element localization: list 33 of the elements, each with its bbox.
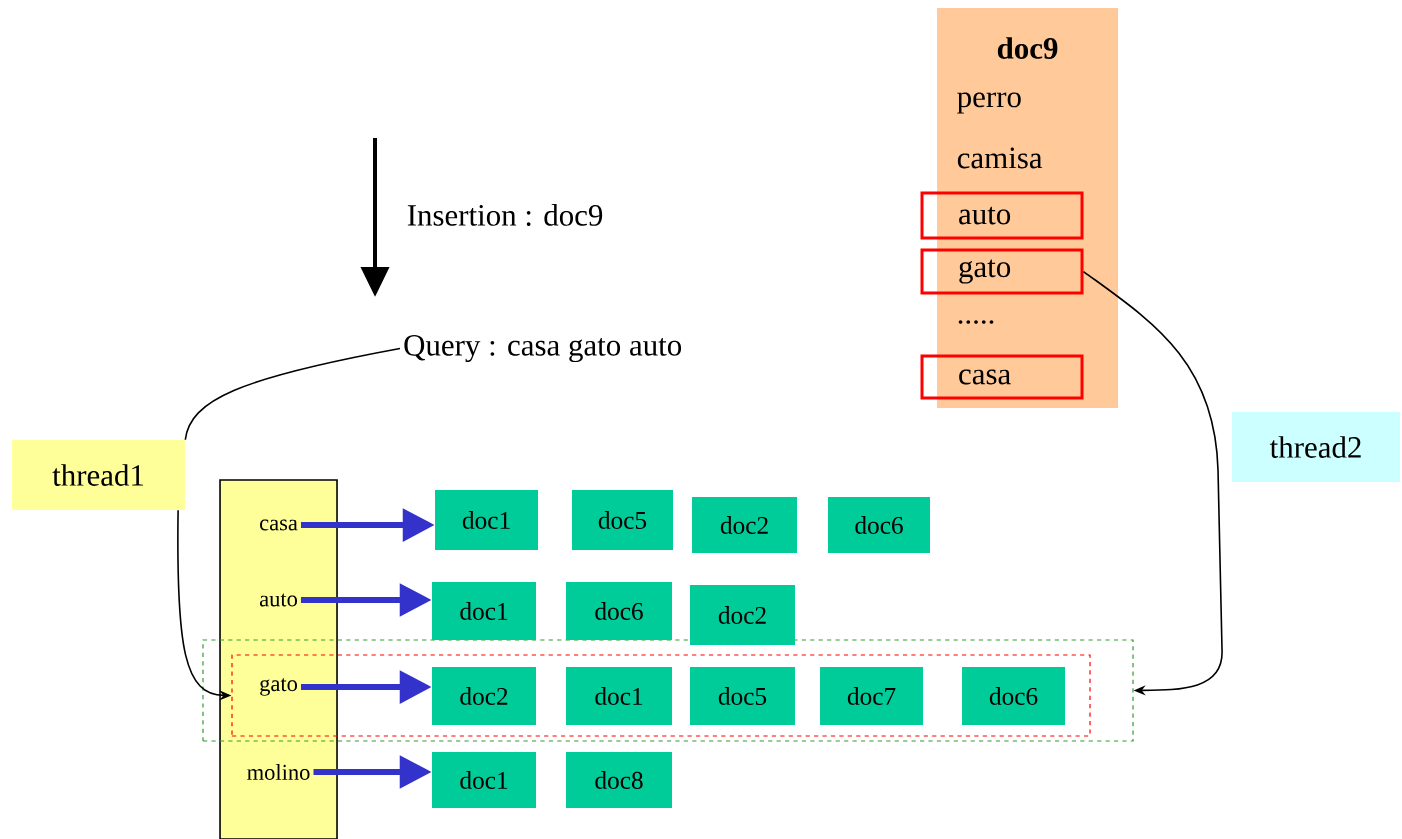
step-label: Insertion : doc9 — [407, 204, 603, 226]
doc-box: doc1 — [432, 582, 536, 640]
doc-box: doc6 — [828, 497, 930, 553]
doc-box: doc2 — [432, 667, 536, 725]
term-text: casa — [260, 519, 298, 531]
doc-box: doc7 — [820, 667, 924, 725]
term-text: molino — [247, 764, 310, 780]
dashed-box — [202, 639, 1134, 742]
word-text: camisa — [957, 147, 1043, 169]
doc-box: doc2 — [692, 497, 798, 553]
doc-box: doc6 — [566, 582, 672, 640]
doc-title: doc9 — [997, 37, 1058, 59]
doc-box: doc8 — [566, 752, 672, 808]
doc-box: doc6 — [962, 667, 1066, 725]
term-text: gato — [260, 678, 298, 696]
doc-box: doc1 — [432, 752, 536, 808]
term-text: auto — [259, 593, 298, 607]
highlight-box: casa — [920, 354, 1084, 400]
doc-box: doc1 — [566, 667, 672, 725]
thread-label: thread2 — [1232, 412, 1400, 482]
doc-box: doc1 — [435, 490, 539, 550]
index-column — [219, 479, 338, 839]
arrow — [1082, 270, 1223, 696]
dashed-box — [231, 654, 1091, 737]
query-text: Query : casa gato auto — [404, 334, 682, 363]
word-text: perro — [957, 92, 1021, 114]
highlight-box: gato — [920, 248, 1084, 295]
doc-box: doc2 — [690, 585, 795, 645]
thread-label: thread1 — [12, 440, 186, 510]
doc-box: doc5 — [690, 667, 795, 725]
ellipsis-text: ..... — [958, 320, 994, 324]
highlight-box: auto — [920, 191, 1084, 240]
doc-box: doc5 — [572, 490, 673, 550]
